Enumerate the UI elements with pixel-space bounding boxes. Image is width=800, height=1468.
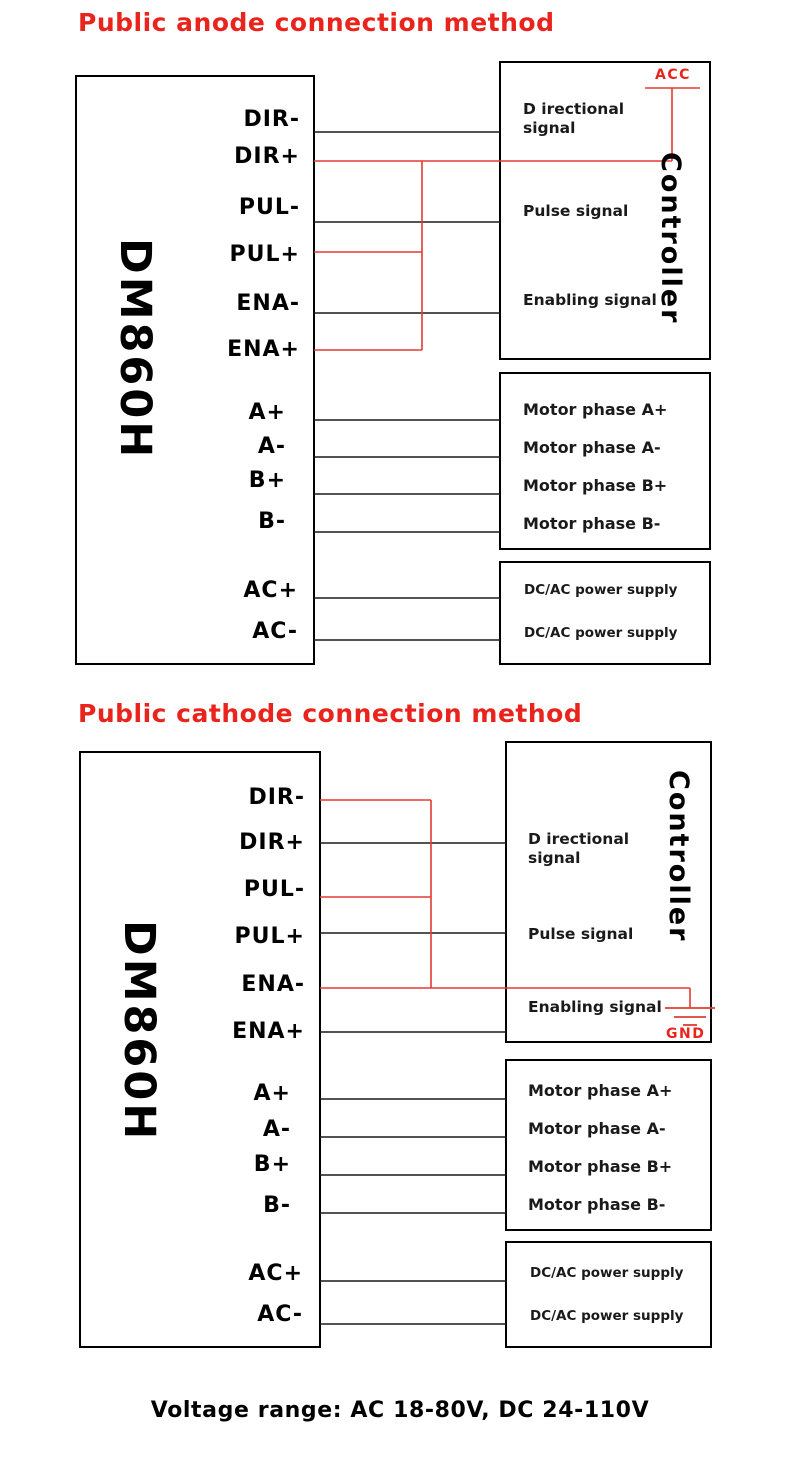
controller-signal-enabling-2: Enabling signal <box>528 998 662 1016</box>
motor-signal-b-minus-2: Motor phase B- <box>528 1195 666 1214</box>
motor-signal-b-plus-1: Motor phase B+ <box>523 476 668 495</box>
power-signal-2a: DC/AC power supply <box>530 1265 684 1281</box>
controller-signal-enabling-1: Enabling signal <box>523 291 657 309</box>
signal-wires-black-2 <box>320 842 506 1033</box>
pin-label-a-plus-1: A+ <box>248 400 286 425</box>
pin-label-pul-plus-2: PUL+ <box>234 924 305 949</box>
motor-signal-a-plus-2: Motor phase A+ <box>528 1081 673 1100</box>
pin-label-ena-minus-2: ENA- <box>241 972 305 997</box>
pin-label-b-minus-1: B- <box>258 509 286 534</box>
voltage-range-note: Voltage range: AC 18-80V, DC 24-110V <box>150 1398 650 1423</box>
power-box-1 <box>499 561 711 665</box>
pin-label-ac-plus-2: AC+ <box>248 1261 303 1286</box>
pin-label-b-minus-2: B- <box>263 1193 291 1218</box>
pin-label-ena-minus-1: ENA- <box>236 291 300 316</box>
gnd-tag: GND <box>666 1026 706 1042</box>
controller-signal-pulse-1: Pulse signal <box>523 202 629 220</box>
motor-signal-b-plus-2: Motor phase B+ <box>528 1157 673 1176</box>
pin-label-a-plus-2: A+ <box>253 1081 291 1106</box>
motor-wires-2 <box>320 1098 506 1214</box>
pin-label-ac-plus-1: AC+ <box>243 578 298 603</box>
controller-signal-pulse-2: Pulse signal <box>528 925 634 943</box>
pin-label-b-plus-2: B+ <box>253 1152 291 1177</box>
section-title-cathode: Public cathode connection method <box>78 699 583 728</box>
pin-label-dir-plus-2: DIR+ <box>239 830 305 855</box>
motor-signal-a-minus-1: Motor phase A- <box>523 438 661 457</box>
pin-label-pul-minus-1: PUL- <box>238 195 300 220</box>
pin-label-dir-plus-1: DIR+ <box>234 144 300 169</box>
pin-label-dir-minus-2: DIR- <box>248 785 305 810</box>
controller-signal-directional-2: D irectional signal <box>528 830 630 867</box>
pin-label-a-minus-1: A- <box>257 434 286 459</box>
pin-label-dir-minus-1: DIR- <box>243 107 300 132</box>
motor-signal-a-plus-1: Motor phase A+ <box>523 400 668 419</box>
pin-label-ena-plus-2: ENA+ <box>232 1019 305 1044</box>
power-wires-1 <box>314 597 500 641</box>
motor-wires-1 <box>314 419 500 533</box>
pin-label-a-minus-2: A- <box>262 1117 291 1142</box>
controller-signal-directional-1: D irectional signal <box>523 100 625 137</box>
pin-label-ac-minus-2: AC- <box>257 1302 303 1327</box>
pin-label-ac-minus-1: AC- <box>252 619 298 644</box>
section-title-anode: Public anode connection method <box>78 8 555 37</box>
motor-signal-a-minus-2: Motor phase A- <box>528 1119 666 1138</box>
pin-label-b-plus-1: B+ <box>248 468 286 493</box>
power-box-2 <box>505 1241 712 1348</box>
power-signal-1a: DC/AC power supply <box>524 582 678 598</box>
power-signal-2b: DC/AC power supply <box>530 1308 684 1324</box>
ground-symbol <box>665 1007 715 1026</box>
signal-wires-black-1 <box>314 131 500 314</box>
pin-label-pul-plus-1: PUL+ <box>229 242 300 267</box>
pin-label-ena-plus-1: ENA+ <box>227 337 300 362</box>
pin-label-pul-minus-2: PUL- <box>243 877 305 902</box>
motor-signal-b-minus-1: Motor phase B- <box>523 514 661 533</box>
power-wires-2 <box>320 1280 506 1325</box>
acc-tag: ACC <box>655 67 691 83</box>
power-signal-1b: DC/AC power supply <box>524 625 678 641</box>
